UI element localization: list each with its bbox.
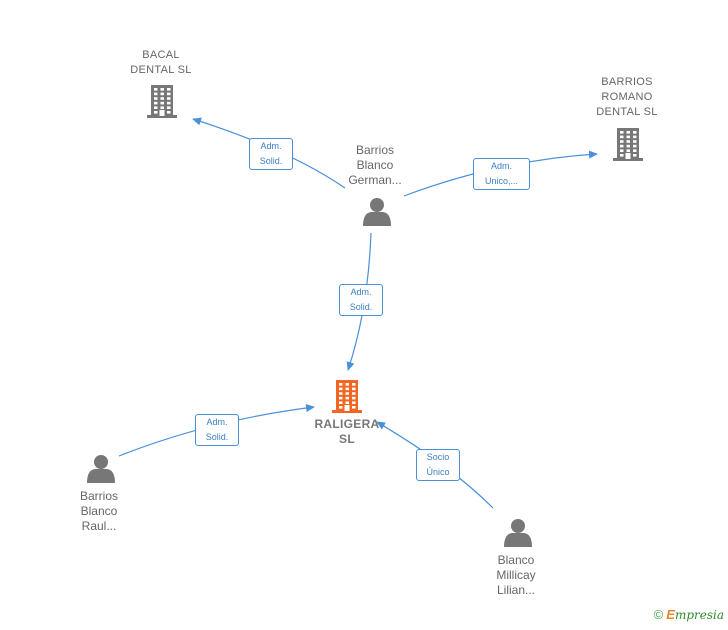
building-icon <box>332 380 362 413</box>
node-label: Blanco Millicay Lilian... <box>496 553 536 597</box>
edge-label-german-barrios-romano[interactable]: Adm. Unico,... <box>473 158 530 190</box>
building-icon <box>147 85 177 118</box>
brand-initial: E <box>666 607 675 622</box>
empresia-logo[interactable]: ©Empresia <box>654 607 724 622</box>
node-barrios-blanco-german[interactable]: Barrios Blanco German... <box>325 143 425 188</box>
node-raligera-sl[interactable]: RALIGERA SL <box>297 417 397 447</box>
node-barrios-blanco-raul[interactable]: Barrios Blanco Raul... <box>49 489 149 534</box>
person-icon <box>363 198 391 226</box>
copyright-icon: © <box>653 607 664 622</box>
node-label: Barrios Blanco German... <box>348 143 402 187</box>
node-barrios-romano-dental-sl[interactable]: BARRIOS ROMANO DENTAL SL <box>577 75 677 120</box>
brand-name: mpresia <box>674 608 724 622</box>
node-label: RALIGERA SL <box>314 417 380 446</box>
node-blanco-millicay-lilian[interactable]: Blanco Millicay Lilian... <box>466 553 566 598</box>
edge-label-german-bacal[interactable]: Adm. Solid. <box>249 138 293 170</box>
node-bacal-dental-sl[interactable]: BACAL DENTAL SL <box>111 48 211 78</box>
edge-label-raul-raligera[interactable]: Adm. Solid. <box>195 414 239 446</box>
edge-label-german-raligera[interactable]: Adm. Solid. <box>339 284 383 316</box>
person-icon <box>87 455 115 483</box>
node-label: Barrios Blanco Raul... <box>79 489 118 533</box>
building-icon <box>613 128 643 161</box>
node-label: BACAL DENTAL SL <box>130 49 192 76</box>
person-icon <box>504 519 532 547</box>
edge-label-lilian-raligera[interactable]: Socio Único <box>416 449 460 481</box>
node-label: BARRIOS ROMANO DENTAL SL <box>596 76 658 118</box>
